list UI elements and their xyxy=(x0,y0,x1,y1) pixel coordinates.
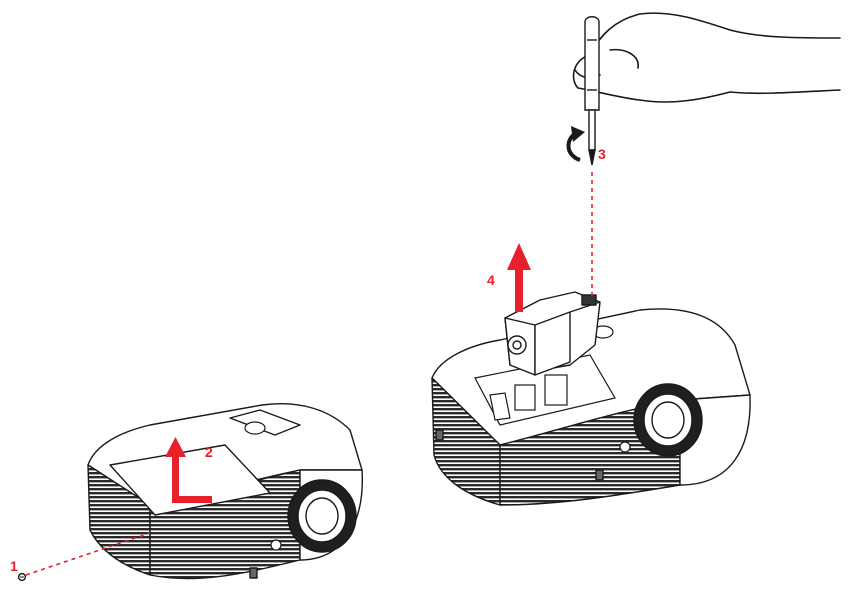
step-2-label: 2 xyxy=(205,444,213,460)
rotate-arrow-icon xyxy=(566,126,585,162)
lens-closed xyxy=(287,479,357,553)
hand-icon xyxy=(572,12,841,103)
up-arrow-icon xyxy=(165,437,186,480)
screwdriver-icon xyxy=(584,16,600,166)
screw-path-line xyxy=(25,532,151,576)
lamp-module xyxy=(504,291,601,376)
remote-sensor-closed xyxy=(244,421,282,551)
lens-open xyxy=(633,383,703,457)
l-arrow-icon xyxy=(172,478,212,503)
step-4-label: 4 xyxy=(487,272,495,288)
up-arrow-icon xyxy=(507,243,531,312)
step-1-label: 1 xyxy=(10,558,18,574)
screw-icon xyxy=(17,572,27,582)
lamp-bay xyxy=(474,354,616,426)
step-3-label: 3 xyxy=(598,146,606,162)
